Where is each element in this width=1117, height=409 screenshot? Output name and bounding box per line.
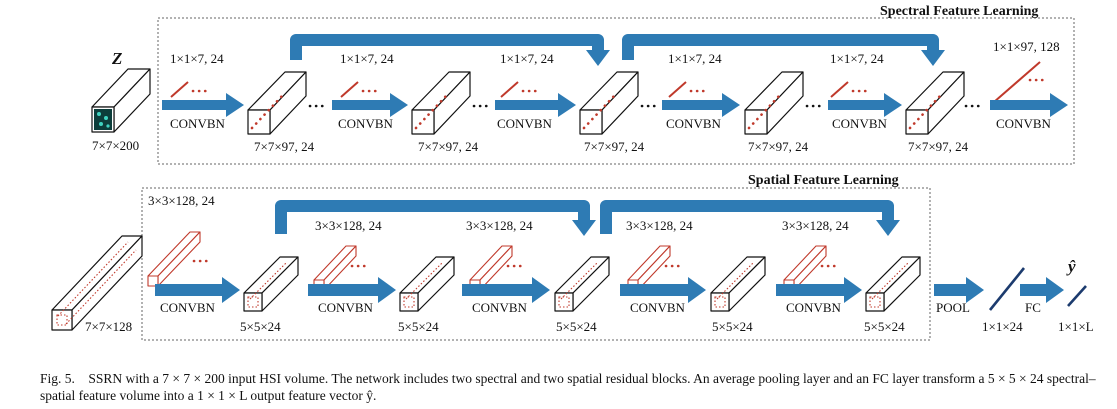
spectral-feature-volume-1	[247, 71, 307, 135]
spectral-flow-arrow-2	[332, 93, 408, 117]
spectral-op-2: CONVBN	[338, 116, 394, 131]
pooled-vector	[988, 267, 1026, 311]
spatial-dims-5: 5×5×24	[864, 319, 905, 334]
spatial-op-5: CONVBN	[786, 300, 842, 315]
spatial-flow-arrow-5	[776, 277, 862, 303]
spatial-conv-label-2: 3×3×128, 24	[315, 218, 382, 233]
fc-arrow	[1020, 277, 1064, 303]
spatial-conv-label-1: 3×3×128, 24	[148, 193, 215, 208]
spatial-kernel-3	[469, 245, 513, 291]
spatial-conv-label-4: 3×3×128, 24	[626, 218, 693, 233]
fc-label: FC	[1025, 300, 1041, 315]
spectral-skip-1	[290, 34, 610, 66]
spatial-title: Spatial Feature Learning	[748, 173, 899, 188]
spectral-dims-1: 7×7×97, 24	[254, 139, 315, 154]
pool-arrow	[934, 277, 984, 303]
spectral-input-dims: 7×7×200	[92, 138, 139, 153]
spatial-skip-2	[600, 200, 900, 236]
spectral-conv-label-3: 1×1×7, 24	[500, 51, 554, 66]
spectral-op-6: CONVBN	[996, 116, 1052, 131]
spectral-title: Spectral Feature Learning	[880, 4, 1038, 19]
spectral-feature-volume-3	[579, 71, 639, 135]
spatial-conv-label-5: 3×3×128, 24	[782, 218, 849, 233]
spectral-op-5: CONVBN	[832, 116, 888, 131]
spectral-flow-arrow-5	[828, 93, 902, 117]
spectral-conv-label-5: 1×1×7, 24	[830, 51, 884, 66]
spatial-kernel-1	[147, 231, 201, 287]
pool-label: POOL	[936, 300, 970, 315]
spatial-op-4: CONVBN	[630, 300, 686, 315]
spatial-kernel-5	[783, 245, 827, 291]
output-symbol: ŷ	[1066, 257, 1076, 276]
spectral-op-1: CONVBN	[170, 116, 226, 131]
spatial-feature-volume-5	[865, 256, 921, 312]
output-vector	[1067, 285, 1087, 307]
spectral-flow-arrow-4	[662, 93, 740, 117]
spectral-conv-label-2: 1×1×7, 24	[340, 51, 394, 66]
spatial-flow-arrow-4	[620, 277, 706, 303]
spatial-dims-3: 5×5×24	[556, 319, 597, 334]
spectral-conv-label-6: 1×1×97, 128	[993, 39, 1060, 54]
spectral-frame	[157, 17, 1075, 165]
spatial-kernel-2	[313, 245, 357, 291]
spatial-frame	[141, 187, 931, 341]
spectral-input-volume	[91, 68, 151, 133]
spectral-flow-arrow-1	[162, 93, 244, 117]
spectral-dims-4: 7×7×97, 24	[748, 139, 809, 154]
spatial-input-volume	[51, 235, 143, 331]
spectral-dims-5: 7×7×97, 24	[908, 139, 969, 154]
spatial-conv-label-3: 3×3×128, 24	[466, 218, 533, 233]
spatial-feature-volume-1	[243, 256, 299, 312]
pool-dims: 1×1×24	[982, 319, 1023, 334]
caption-text: SSRN with a 7 × 7 × 200 input HSI volume…	[40, 371, 1096, 403]
figure-caption: Fig. 5. SSRN with a 7 × 7 × 200 input HS…	[40, 370, 1110, 404]
spectral-op-3: CONVBN	[497, 116, 553, 131]
input-symbol-z: Z	[111, 49, 122, 68]
spectral-skip-2	[622, 34, 945, 66]
spatial-flow-arrow-3	[462, 277, 550, 303]
spatial-flow-arrow-1	[155, 277, 240, 303]
spatial-op-2: CONVBN	[318, 300, 374, 315]
spectral-feature-volume-4	[744, 71, 804, 135]
spatial-dims-2: 5×5×24	[398, 319, 439, 334]
spectral-conv-label-4: 1×1×7, 24	[668, 51, 722, 66]
spatial-kernel-4	[627, 245, 671, 291]
spectral-dims-2: 7×7×97, 24	[418, 139, 479, 154]
spatial-dims-4: 5×5×24	[712, 319, 753, 334]
spectral-dims-3: 7×7×97, 24	[584, 139, 645, 154]
figure-label: Fig. 5.	[40, 371, 75, 386]
spatial-op-1: CONVBN	[160, 300, 216, 315]
spatial-feature-volume-2	[399, 256, 455, 312]
spatial-feature-volume-3	[554, 256, 610, 312]
spatial-feature-volume-4	[710, 256, 766, 312]
spatial-skip-1	[275, 200, 596, 236]
spatial-input-dims: 7×7×128	[85, 319, 132, 334]
spectral-flow-arrow-6	[990, 93, 1068, 117]
spectral-feature-volume-2	[411, 71, 471, 135]
spatial-op-3: CONVBN	[472, 300, 528, 315]
spatial-flow-arrow-2	[308, 277, 396, 303]
output-dims: 1×1×L	[1058, 319, 1094, 334]
spectral-op-4: CONVBN	[666, 116, 722, 131]
spatial-dims-1: 5×5×24	[240, 319, 281, 334]
spectral-feature-volume-5	[905, 71, 965, 135]
spectral-flow-arrow-3	[495, 93, 576, 117]
spectral-conv-label-1: 1×1×7, 24	[170, 51, 224, 66]
